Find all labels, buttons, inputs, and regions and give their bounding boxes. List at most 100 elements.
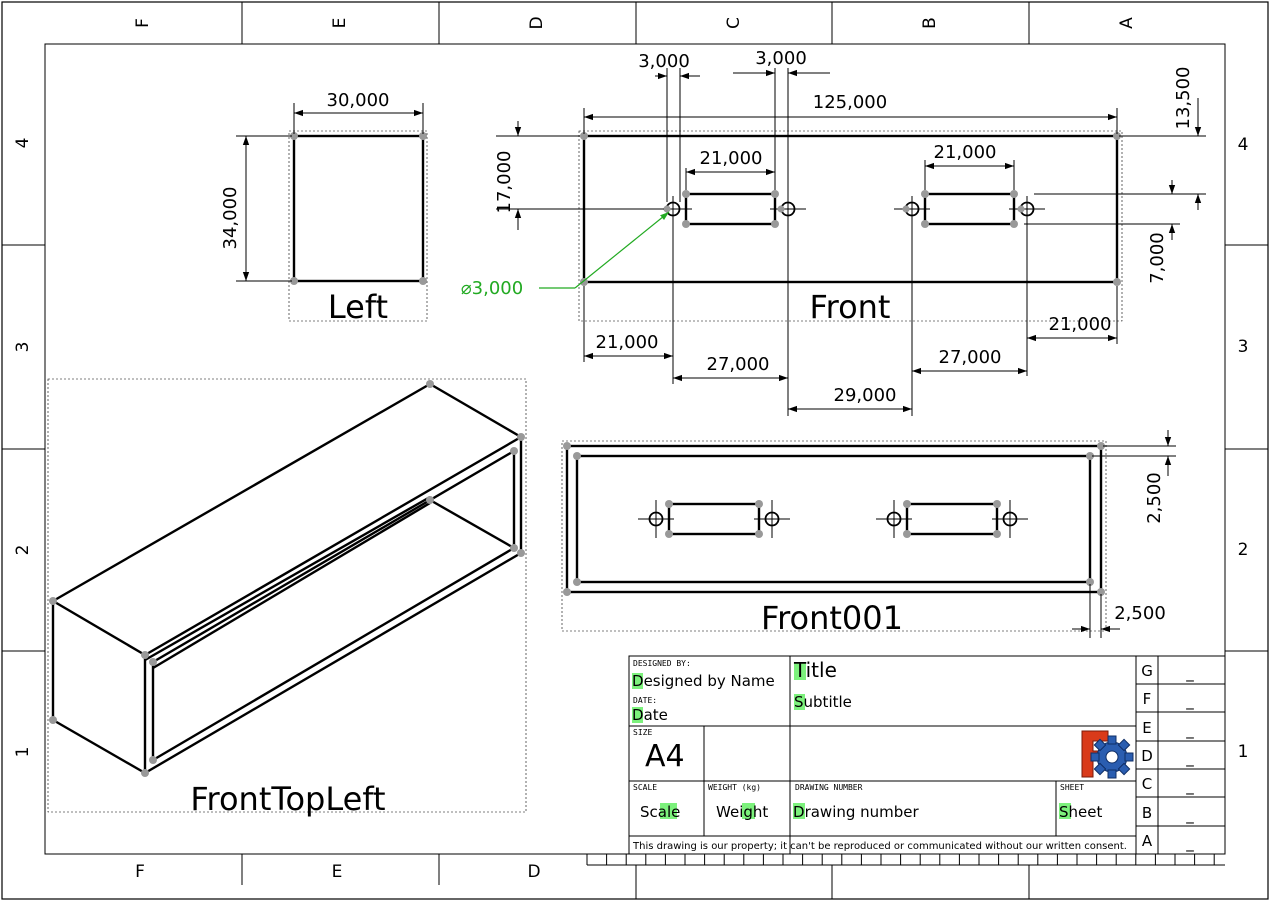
zone-left-2: 2 <box>13 545 33 556</box>
rev-value-e: _ <box>1185 721 1194 740</box>
view-front-frame[interactable] <box>578 130 1123 322</box>
rev-value-c: _ <box>1185 777 1194 796</box>
left-dim-width-label: 30,000 <box>327 90 390 111</box>
zone-labels: F E D C B A F E D 4 3 2 1 4 3 2 1 <box>13 16 1248 882</box>
title-value: Title <box>793 658 837 682</box>
view-front001[interactable]: 2,500 2,500 Front001 <box>561 430 1176 638</box>
front-view-label: Front <box>810 288 891 326</box>
zone-right-2: 2 <box>1238 540 1249 560</box>
rev-value-b: _ <box>1185 806 1194 825</box>
front-dim-21000-top-left: 21,000 <box>700 148 763 169</box>
rev-value-d: _ <box>1185 749 1194 768</box>
sheet-label: SHEET <box>1060 783 1084 792</box>
left-dim-height-label: 34,000 <box>220 187 241 250</box>
front-dim-13500: 13,500 <box>1173 67 1194 130</box>
weight-value: Weight <box>716 803 768 821</box>
front001-view-label: Front001 <box>761 599 903 637</box>
front001-slot-right <box>905 502 999 536</box>
rev-value-g: _ <box>1185 664 1194 683</box>
left-dim-width <box>293 103 424 134</box>
front-dim-7000: 7,000 <box>1147 232 1168 284</box>
size-value: A4 <box>645 739 685 774</box>
zone-right-1: 1 <box>1238 742 1249 762</box>
view-left-frame[interactable] <box>288 130 428 322</box>
zone-bottom-e: E <box>332 862 343 882</box>
date-value: Date <box>632 706 668 724</box>
designed-by-label: DESIGNED BY: <box>633 659 691 668</box>
rev-letter-f: F <box>1143 690 1152 708</box>
front001-outer <box>565 444 1103 594</box>
front001-slot-left <box>667 502 761 536</box>
left-outline <box>292 134 425 283</box>
zone-top-f: F <box>133 18 153 28</box>
front001-inner <box>575 454 1092 584</box>
zone-left-1: 1 <box>13 747 33 758</box>
front-slot-right <box>923 192 1016 226</box>
zone-top-e: E <box>330 18 350 29</box>
freecad-logo-icon <box>1081 730 1134 779</box>
iso-vertices <box>49 380 525 777</box>
date-label: DATE: <box>633 696 657 705</box>
view-front001-frame[interactable] <box>561 440 1107 632</box>
rev-letter-e: E <box>1142 719 1151 737</box>
iso-view-label: FrontTopLeft <box>190 780 385 818</box>
zone-right-3: 3 <box>1238 337 1249 357</box>
designed-by-value: Designed by Name <box>632 672 775 690</box>
front-dim-21000-bottom-left: 21,000 <box>596 332 659 353</box>
drawing-number-label: DRAWING NUMBER <box>795 783 863 792</box>
front-dim-29000: 29,000 <box>834 385 897 406</box>
front-slot-left <box>684 192 777 226</box>
rev-letter-b: B <box>1142 804 1152 822</box>
front001-vertices <box>563 442 1105 596</box>
front001-dimensions <box>1072 430 1176 638</box>
zone-top-b: B <box>920 17 940 29</box>
ownership-footer: This drawing is our property; it can't b… <box>632 841 1127 852</box>
rev-letter-a: A <box>1142 832 1153 850</box>
scale-value: Scale <box>640 803 680 821</box>
rev-value-a: _ <box>1185 834 1194 853</box>
zone-left-3: 3 <box>13 342 33 353</box>
zone-bottom-f: F <box>135 862 145 882</box>
rev-letter-c: C <box>1142 775 1152 793</box>
front-hole-diameter: ⌀3,000 <box>461 278 523 299</box>
front001-holes <box>648 511 1018 527</box>
front-vertices <box>580 132 1121 286</box>
front-centerlines <box>654 196 1045 222</box>
hole-diameter-leader <box>539 211 670 289</box>
rev-letter-g: G <box>1141 662 1153 680</box>
rev-value-f: _ <box>1185 692 1194 711</box>
view-front[interactable]: 3,000 3,000 125,000 13,500 17,000 21,000… <box>461 48 1206 416</box>
view-left[interactable]: 30,000 34,000 Left <box>220 90 428 326</box>
drawing-number-value: Drawing number <box>793 803 920 821</box>
view-iso-frame[interactable] <box>47 378 527 813</box>
front001-centerlines <box>638 500 1028 538</box>
front-dim-17000: 17,000 <box>494 151 515 214</box>
scale-label: SCALE <box>633 783 657 792</box>
zone-bottom-d: D <box>527 862 540 882</box>
left-dim-height <box>236 135 292 282</box>
left-view-label: Left <box>328 288 388 326</box>
front001-dim-2500-horizontal: 2,500 <box>1114 603 1166 624</box>
front-holes <box>665 201 1035 217</box>
left-vertices <box>290 132 427 285</box>
weight-label: WEIGHT (kg) <box>708 783 761 792</box>
front-dimensions <box>496 68 1206 416</box>
front-dim-125000: 125,000 <box>813 92 887 113</box>
front-dim-3000-right: 3,000 <box>755 48 807 69</box>
front-dim-21000-top-right: 21,000 <box>934 142 997 163</box>
zone-top-c: C <box>724 17 744 29</box>
zone-top-a: A <box>1117 17 1137 29</box>
view-iso[interactable]: FrontTopLeft <box>47 378 527 818</box>
rev-letter-d: D <box>1141 747 1153 765</box>
subtitle-value: Subtitle <box>794 693 852 711</box>
title-block: DESIGNED BY: Designed by Name DATE: Date… <box>628 655 1226 855</box>
size-label: SIZE <box>633 728 652 737</box>
front-dim-27000-left: 27,000 <box>707 354 770 375</box>
zone-right-4: 4 <box>1238 135 1249 155</box>
front001-dim-2500-vertical: 2,500 <box>1144 472 1165 524</box>
zone-left-4: 4 <box>13 138 33 149</box>
front-dim-27000-right: 27,000 <box>939 347 1002 368</box>
zone-top-d: D <box>527 16 547 29</box>
front-dim-21000-bottom-right: 21,000 <box>1049 314 1112 335</box>
